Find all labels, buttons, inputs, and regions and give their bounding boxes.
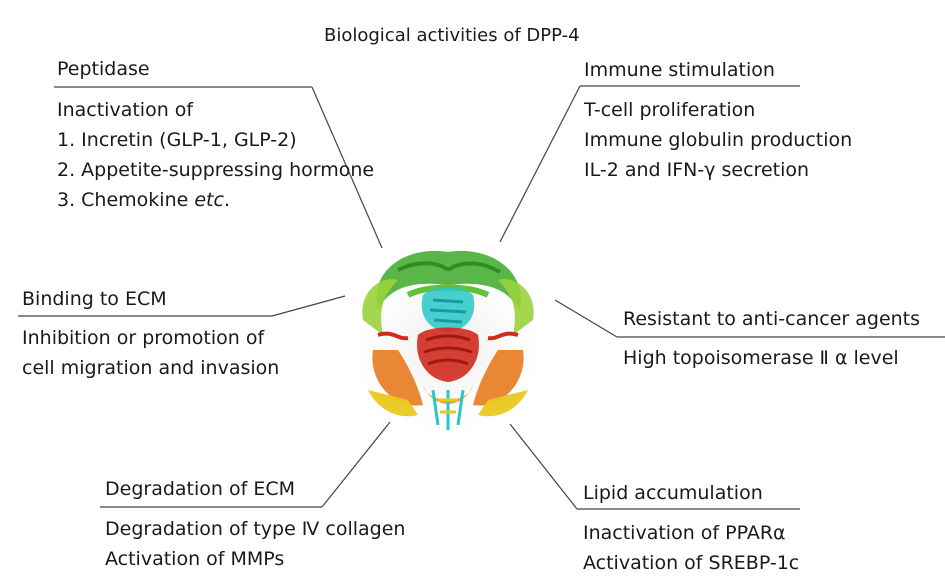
immune-heading: Immune stimulation — [584, 59, 775, 81]
peptidase-etc: etc — [194, 189, 224, 211]
immune-line-3: IL-2 and IFN-γ secretion — [584, 159, 810, 181]
peptidase-heading: Peptidase — [57, 58, 150, 80]
lipid-line-1: Inactivation of PPARα — [583, 522, 786, 544]
ecm-binding-line-1: Inhibition or promotion of — [22, 327, 265, 349]
resistant-line-1: High topoisomerase Ⅱ α level — [623, 347, 899, 369]
resistant-connector — [554, 299, 618, 338]
dpp4-protein-structure — [340, 243, 556, 447]
lipid-heading: Lipid accumulation — [583, 482, 763, 504]
lipid-line-2: Activation of SREBP-1c — [583, 552, 800, 574]
immune-line-2: Immune globulin production — [584, 129, 853, 151]
peptidase-period: . — [223, 189, 230, 211]
ecm-degradation-line-2: Activation of MMPs — [105, 548, 285, 570]
peptidase-line-2: 1. Incretin (GLP-1, GLP-2) — [57, 129, 297, 151]
peptidase-line-1: Inactivation of — [57, 99, 194, 121]
immune-line-1: T-cell proliferation — [584, 99, 756, 121]
ecm-binding-line-2: cell migration and invasion — [22, 357, 280, 379]
resistant-heading: Resistant to anti-cancer agents — [623, 308, 921, 330]
ecm-degradation-connector — [321, 421, 391, 508]
immune-connector — [499, 85, 581, 243]
diagram-title: Biological activities of DPP-4 — [324, 25, 580, 46]
peptidase-line-4-text: 3. Chemokine — [57, 189, 195, 211]
lipid-connector — [509, 423, 578, 510]
peptidase-line-4: 3. Chemokine etc. — [57, 189, 230, 212]
ecm-binding-heading: Binding to ECM — [22, 288, 167, 310]
ecm-degradation-line-1: Degradation of type Ⅳ collagen — [105, 518, 406, 540]
ecm-binding-connector — [271, 295, 346, 317]
peptidase-line-3: 2. Appetite-suppressing hormone — [57, 159, 375, 181]
ecm-degradation-heading: Degradation of ECM — [105, 478, 295, 500]
peptidase-connector — [311, 86, 383, 249]
